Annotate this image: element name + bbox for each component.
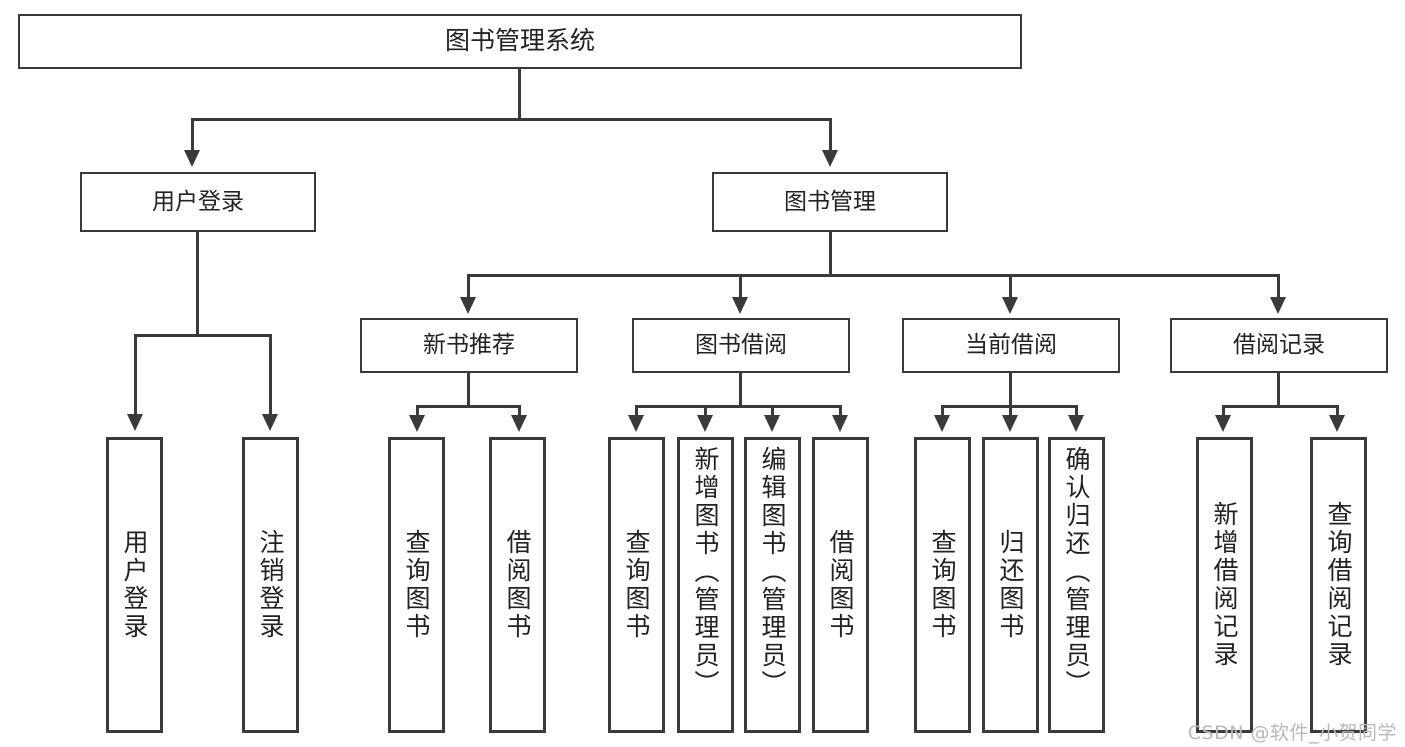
node-label: 借阅记录 (1233, 332, 1325, 359)
node-root-system[interactable]: 图书管理系统 (18, 14, 1022, 69)
connector-new-book-to-leaf-1 (416, 405, 419, 418)
arrowhead-user-login-to-leaf-1 (127, 414, 143, 431)
arrowhead-current-borrow-to-leaf-3 (1068, 415, 1084, 432)
connector-borrow-record-bus (1222, 405, 1339, 408)
leaf-user-logout[interactable]: 注销登录 (242, 437, 299, 733)
connector-root-bus (191, 118, 832, 121)
leaf-label: 新增图书（管理员） (691, 446, 720, 698)
connector-book-mgmt-to-current-borrow (1009, 274, 1012, 300)
connector-borrow-record-to-leaf-2 (1336, 405, 1339, 418)
node-label: 新书推荐 (423, 332, 515, 359)
leaf-label: 确认归还（管理员） (1062, 446, 1091, 698)
arrowhead-book-mgmt-to-new-book (460, 297, 476, 314)
leaf-borrow-book-new[interactable]: 借阅图书 (489, 437, 546, 733)
arrowhead-borrow-record-to-leaf-1 (1215, 415, 1231, 432)
connector-new-book-to-leaf-2 (518, 405, 521, 418)
connector-current-borrow-to-leaf-1 (941, 405, 944, 418)
leaf-label: 查询图书 (402, 529, 431, 641)
connector-borrow-record-stem (1277, 373, 1280, 407)
leaf-label: 用户登录 (120, 529, 149, 641)
connector-book-borrow-bus (635, 405, 842, 408)
leaf-label: 查询借阅记录 (1324, 501, 1353, 669)
leaf-query-book-current[interactable]: 查询图书 (914, 437, 971, 733)
node-book-borrow[interactable]: 图书借阅 (632, 318, 850, 373)
node-new-book-recommend[interactable]: 新书推荐 (360, 318, 578, 373)
connector-book-borrow-to-leaf-4 (839, 405, 842, 418)
arrowhead-root-to-user-login (184, 150, 200, 167)
connector-user-login-to-leaf-1 (134, 334, 137, 417)
connector-user-login-stem (196, 232, 199, 334)
connector-book-mgmt-to-borrow-book (739, 274, 742, 300)
node-user-login[interactable]: 用户登录 (80, 172, 316, 232)
leaf-add-book-admin[interactable]: 新增图书（管理员） (677, 437, 734, 733)
node-label: 图书管理系统 (444, 26, 595, 56)
connector-book-borrow-to-leaf-2 (704, 405, 707, 418)
leaf-confirm-return-admin[interactable]: 确认归还（管理员） (1048, 437, 1105, 733)
connector-book-mgmt-stem (829, 232, 832, 274)
connector-book-borrow-stem (739, 373, 742, 407)
leaf-label: 编辑图书（管理员） (758, 446, 787, 698)
connector-current-borrow-to-leaf-3 (1075, 405, 1078, 418)
arrowhead-new-book-to-leaf-1 (409, 415, 425, 432)
leaf-label: 新增借阅记录 (1210, 501, 1239, 669)
leaf-label: 注销登录 (256, 529, 285, 641)
node-label: 用户登录 (152, 188, 244, 215)
leaf-query-borrow-record[interactable]: 查询借阅记录 (1310, 437, 1367, 733)
leaf-label: 查询图书 (622, 529, 651, 641)
arrowhead-current-borrow-to-leaf-2 (1002, 415, 1018, 432)
leaf-query-book-borrow[interactable]: 查询图书 (608, 437, 665, 733)
connector-book-mgmt-to-borrow-record (1277, 274, 1280, 300)
node-book-management[interactable]: 图书管理 (712, 172, 948, 232)
arrowhead-current-borrow-to-leaf-1 (934, 415, 950, 432)
leaf-query-book-new[interactable]: 查询图书 (388, 437, 445, 733)
leaf-edit-book-admin[interactable]: 编辑图书（管理员） (744, 437, 801, 733)
arrowhead-book-borrow-to-leaf-4 (832, 415, 848, 432)
connector-book-borrow-to-leaf-1 (635, 405, 638, 418)
connector-user-login-bus (134, 334, 272, 337)
arrowhead-book-borrow-to-leaf-2 (697, 415, 713, 432)
connector-borrow-record-to-leaf-1 (1222, 405, 1225, 418)
arrowhead-book-borrow-to-leaf-3 (764, 415, 780, 432)
arrowhead-root-to-book-mgmt (822, 150, 838, 167)
connector-book-mgmt-to-new-book (467, 274, 470, 300)
node-current-borrow[interactable]: 当前借阅 (902, 318, 1120, 373)
leaf-borrow-book[interactable]: 借阅图书 (812, 437, 869, 733)
leaf-label: 借阅图书 (826, 529, 855, 641)
connector-current-borrow-to-leaf-2 (1009, 405, 1012, 418)
node-label: 图书管理 (784, 188, 876, 215)
leaf-return-book[interactable]: 归还图书 (982, 437, 1039, 733)
arrowhead-book-mgmt-to-borrow-record (1270, 297, 1286, 314)
arrowhead-borrow-record-to-leaf-2 (1329, 415, 1345, 432)
connector-book-borrow-to-leaf-3 (771, 405, 774, 418)
connector-book-mgmt-bus (467, 274, 1278, 277)
leaf-user-login[interactable]: 用户登录 (106, 437, 163, 733)
connector-current-borrow-stem (1009, 373, 1012, 407)
node-label: 当前借阅 (965, 332, 1057, 359)
arrowhead-book-mgmt-to-borrow-book (732, 297, 748, 314)
node-borrow-record[interactable]: 借阅记录 (1170, 318, 1388, 373)
connector-root-to-user-login (191, 118, 194, 153)
node-label: 图书借阅 (695, 332, 787, 359)
arrowhead-user-login-to-leaf-2 (262, 414, 278, 431)
arrowhead-book-mgmt-to-current-borrow (1002, 297, 1018, 314)
leaf-label: 查询图书 (928, 529, 957, 641)
leaf-label: 归还图书 (996, 529, 1025, 641)
arrowhead-new-book-to-leaf-2 (511, 415, 527, 432)
leaf-add-borrow-record[interactable]: 新增借阅记录 (1196, 437, 1253, 733)
connector-root-to-book-mgmt (829, 118, 832, 153)
connector-new-book-stem (467, 373, 470, 407)
leaf-label: 借阅图书 (503, 529, 532, 641)
arrowhead-book-borrow-to-leaf-1 (628, 415, 644, 432)
connector-user-login-to-leaf-2 (269, 334, 272, 417)
connector-root-stem (518, 69, 521, 118)
connector-new-book-bus (416, 405, 521, 408)
